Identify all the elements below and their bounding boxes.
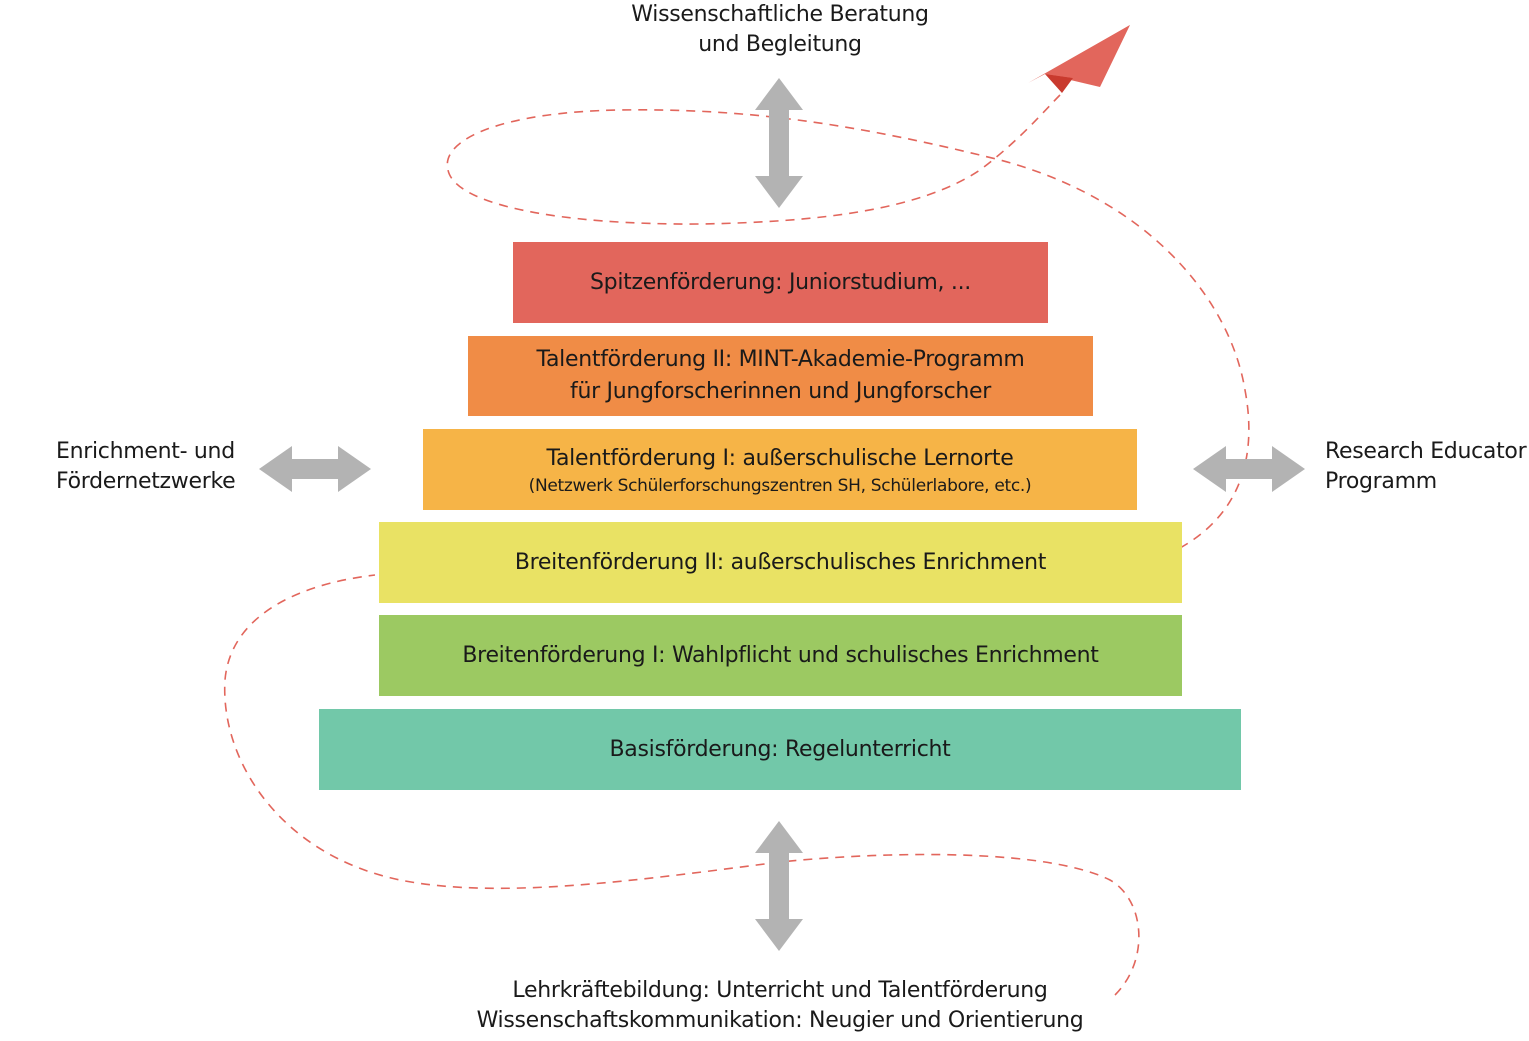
tier-label: Basisförderung: Regelunterricht xyxy=(609,736,951,762)
tier-label: Talentförderung I: außerschulische Lerno… xyxy=(546,445,1014,471)
bottom-label-line-1: Lehrkräftebildung: Unterricht und Talent… xyxy=(512,978,1048,1003)
top-label-line-2: und Begleitung xyxy=(698,32,862,57)
paper-plane-icon xyxy=(1028,25,1130,93)
top-label-line-1: Wissenschaftliche Beratung xyxy=(631,2,929,27)
double-arrow-icon xyxy=(755,78,803,208)
tier-talentfoerderung-2: Talentförderung II: MINT-Akademie-Progra… xyxy=(468,336,1093,416)
tier-spitzenfoerderung: Spitzenförderung: Juniorstudium, ... xyxy=(513,242,1048,323)
double-arrow-icon xyxy=(259,446,371,492)
tier-label: Breitenförderung II: außerschulisches En… xyxy=(514,549,1047,575)
top-label: Wissenschaftliche Beratung und Begleitun… xyxy=(580,0,980,60)
double-arrow-icon xyxy=(755,821,803,951)
left-label-line-1: Enrichment- und xyxy=(56,439,235,464)
tier-talentfoerderung-1: Talentförderung I: außerschulische Lerno… xyxy=(423,429,1137,510)
tier-label: Spitzenförderung: Juniorstudium, ... xyxy=(589,269,971,295)
tier-breitenfoerderung-1: Breitenförderung I: Wahlpflicht und schu… xyxy=(379,615,1182,696)
bottom-label-line-2: Wissenschaftskommunikation: Neugier und … xyxy=(476,1008,1084,1033)
tier-breitenfoerderung-2: Breitenförderung II: außerschulisches En… xyxy=(379,522,1182,603)
tier-label-line-2: für Jungforscherinnen und Jungforscher xyxy=(570,379,991,404)
tier-basisfoerderung: Basisförderung: Regelunterricht xyxy=(319,709,1241,790)
tier-label: Talentförderung II: MINT-Akademie-Progra… xyxy=(536,347,1025,372)
tier-label: Breitenförderung I: Wahlpflicht und schu… xyxy=(462,642,1099,668)
double-arrow-icon xyxy=(1193,446,1305,492)
bottom-label: Lehrkräftebildung: Unterricht und Talent… xyxy=(430,976,1130,1036)
right-label-line-1: Research Educator xyxy=(1325,439,1527,464)
tier-sublabel: (Netzwerk Schülerforschungszentren SH, S… xyxy=(528,475,1032,496)
right-label: Research Educator Programm xyxy=(1325,437,1527,497)
left-label: Enrichment- und Fördernetzwerke xyxy=(56,437,256,497)
left-label-line-2: Fördernetzwerke xyxy=(56,469,236,494)
right-label-line-2: Programm xyxy=(1325,469,1437,494)
